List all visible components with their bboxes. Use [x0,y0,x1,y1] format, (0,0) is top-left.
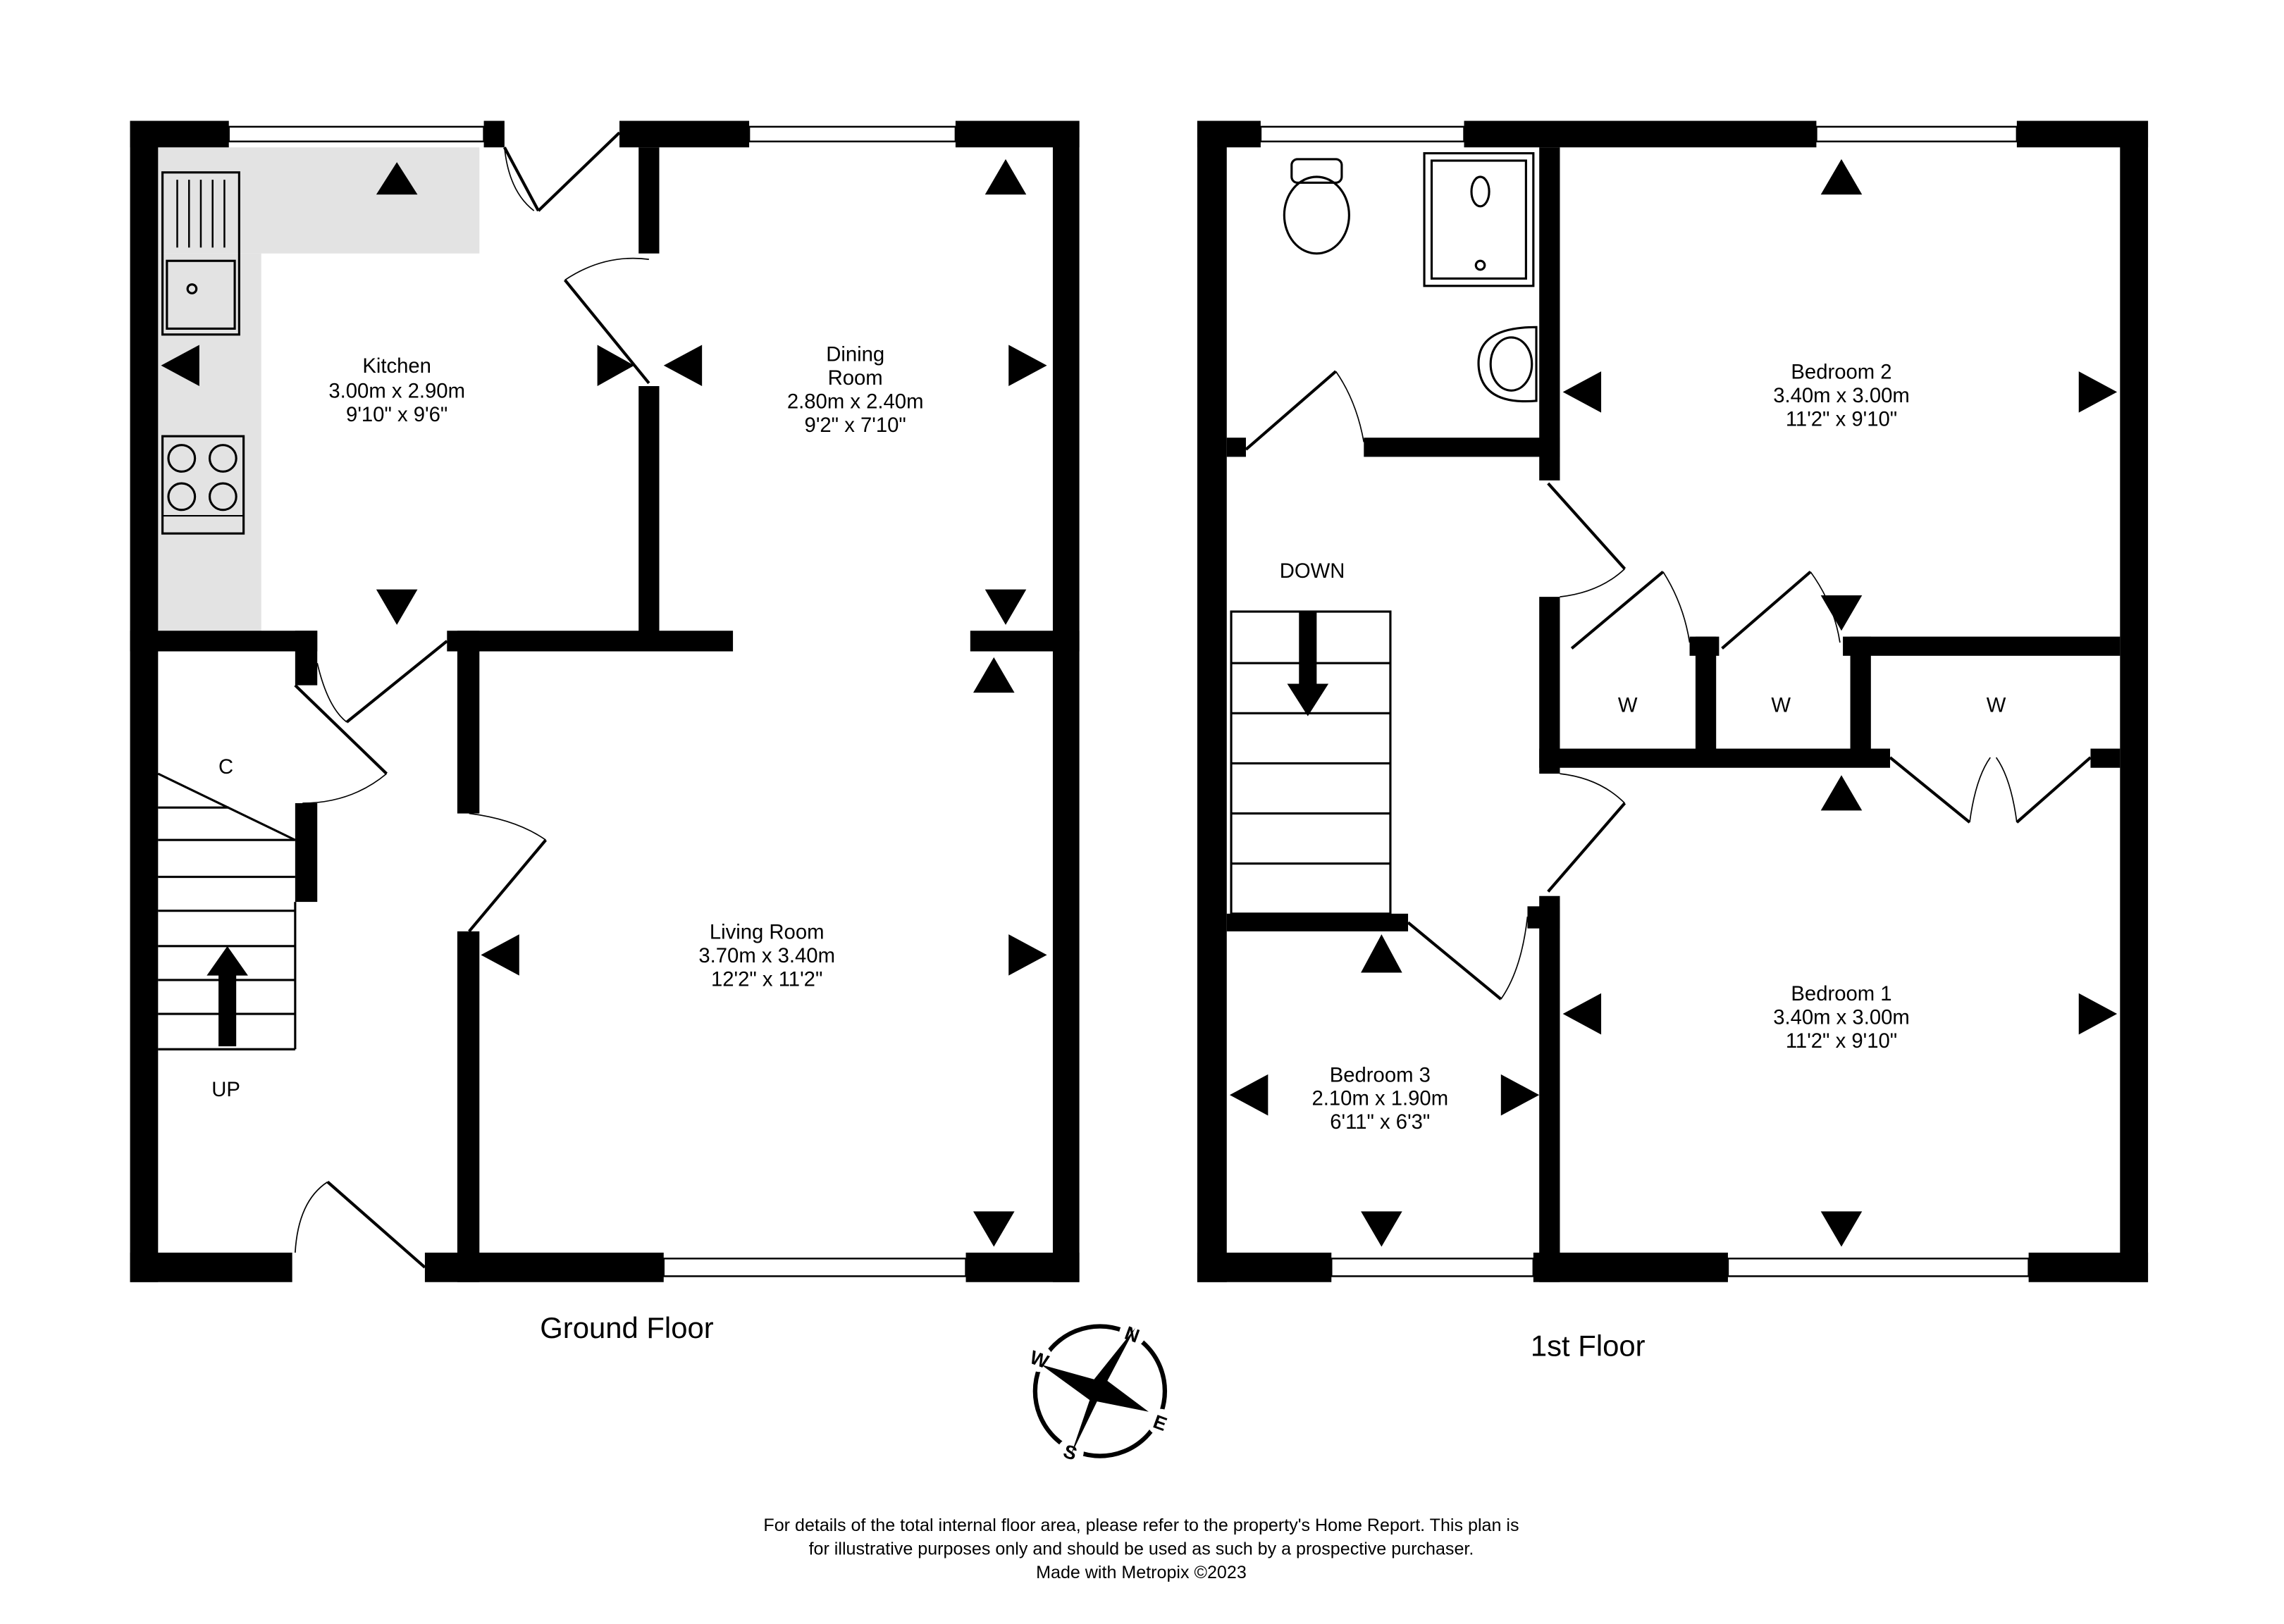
room-label-bedroom-3: Bedroom 3 2.10m x 1.90m 6'11" x 6'3" [1312,1063,1449,1134]
svg-text:3.70m x 3.40m: 3.70m x 3.40m [698,944,835,967]
room-label-living-room: Living Room 3.70m x 3.40m 12'2" x 11'2" [698,920,835,991]
toilet [1283,158,1350,255]
svg-text:2.10m x 1.90m: 2.10m x 1.90m [1312,1087,1449,1110]
svg-text:Made with Metropix ©2023: Made with Metropix ©2023 [1036,1563,1247,1582]
stairs-down-label: DOWN [1280,559,1345,583]
shower [1423,151,1535,287]
svg-text:9'10" x 9'6": 9'10" x 9'6" [346,403,447,426]
svg-text:11'2" x 9'10": 11'2" x 9'10" [1786,407,1897,430]
svg-text:Bedroom 3: Bedroom 3 [1330,1063,1431,1086]
cupboard-label: C [218,755,233,779]
svg-text:3.40m x 3.00m: 3.40m x 3.00m [1773,384,1910,407]
first-walls [1197,120,2149,1282]
first-doors [1245,370,2092,1000]
svg-text:9'2" x 7'10": 9'2" x 7'10" [805,414,906,437]
svg-text:for illustrative purposes only: for illustrative purposes only and shoul… [809,1539,1474,1559]
svg-text:3.00m x 2.90m: 3.00m x 2.90m [328,380,465,403]
kitchen-sink [161,171,240,336]
svg-text:Living Room: Living Room [710,920,825,943]
ground-floor-title: Ground Floor [540,1311,714,1344]
window [662,1258,967,1277]
room-label-bedroom-1: Bedroom 1 3.40m x 3.00m 11'2" x 9'10" [1773,982,1910,1053]
view-arrow-icons-first [1229,159,2118,1247]
svg-text:Bedroom 1: Bedroom 1 [1791,982,1891,1005]
wardrobe-label: W [1771,693,1791,717]
svg-text:Room: Room [828,366,883,390]
compass-icon: N W E S [1026,1320,1174,1465]
wardrobe-label: W [1618,693,1638,717]
ground-walls [130,120,1080,1282]
basin [1477,326,1538,403]
wardrobe-label: W [1987,693,2006,717]
stairs-down-arrow-icon [1287,612,1329,717]
window [1331,1258,1535,1277]
svg-text:3.40m x 3.00m: 3.40m x 3.00m [1773,1006,1910,1029]
view-arrow-icons [161,159,1047,1247]
first-floor-title: 1st Floor [1531,1329,1646,1362]
window [228,125,485,143]
room-label-dining-room: Dining Room 2.80m x 2.40m 9'2" x 7'10" [787,342,924,436]
svg-text:For details of the total inter: For details of the total internal floor … [763,1515,1519,1535]
room-label-kitchen: Kitchen 3.00m x 2.90m 9'10" x 9'6" [328,354,465,426]
window [1727,1258,2030,1277]
svg-text:Dining: Dining [826,342,884,366]
svg-text:6'11" x 6'3": 6'11" x 6'3" [1330,1110,1430,1134]
svg-text:11'2" x 9'10": 11'2" x 9'10" [1786,1029,1897,1053]
svg-text:Kitchen: Kitchen [362,354,431,378]
first-floor-plan: Bedroom 2 3.40m x 3.00m 11'2" x 9'10" Be… [1197,120,2149,1362]
hob [161,435,245,535]
svg-text:2.80m x 2.40m: 2.80m x 2.40m [787,390,924,413]
svg-text:Bedroom 2: Bedroom 2 [1791,361,1891,384]
ground-floor-plan: Kitchen 3.00m x 2.90m 9'10" x 9'6" Dinin… [130,120,1080,1344]
ground-doors [294,131,650,1269]
window [748,125,957,143]
stairs-up-arrow-icon [206,946,248,1047]
stairs-up-label: UP [211,1078,240,1101]
disclaimer: For details of the total internal floor … [763,1515,1519,1582]
svg-text:12'2" x 11'2": 12'2" x 11'2" [711,967,822,991]
room-label-bedroom-2: Bedroom 2 3.40m x 3.00m 11'2" x 9'10" [1773,361,1910,431]
window [1815,125,2018,143]
window [1259,125,1465,143]
